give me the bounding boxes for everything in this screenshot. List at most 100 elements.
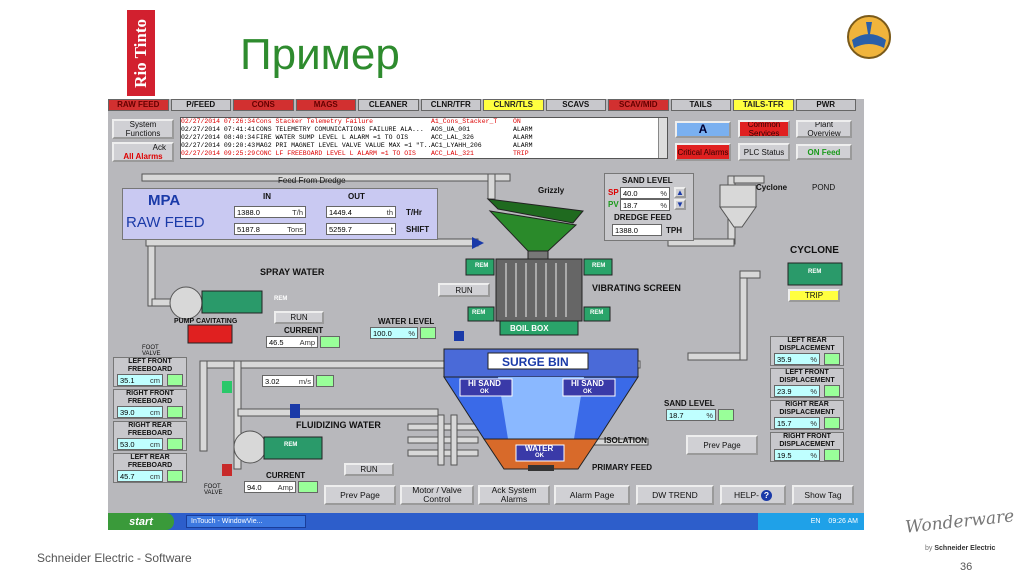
nav-tab[interactable]: TAILS-TFR [733, 99, 794, 111]
freeboard-indicator [167, 470, 183, 482]
nav-tab[interactable]: CLNR/TFR [420, 99, 481, 111]
rate-unit-label: T/Hr [406, 208, 422, 217]
alarm-msg: FIRE WATER SUMP LEVEL L ALARM =1 TO OIS [256, 134, 409, 141]
alarm-row[interactable]: 02/27/2014 09:20:43 AMMAG2 PRI MAGNET LE… [181, 142, 667, 150]
pv-label: PV [608, 200, 619, 209]
sand-level-title: SAND LEVEL [622, 176, 673, 185]
pv-value: 18.7% [620, 199, 670, 211]
cyclone-small-label: Cyclone [756, 183, 788, 192]
nav-tab[interactable]: SCAVS [545, 99, 606, 111]
alarm-tag: AC1_LYAHH_206 [431, 142, 482, 149]
foot-valve-bottom-label: FOOT VALVE [204, 484, 223, 496]
sp-decrease-button[interactable]: ▼ [674, 199, 686, 210]
rem-label-2: REM [592, 263, 606, 269]
hi-sand-left-status: OK [480, 389, 489, 395]
fluid-run-button[interactable]: RUN [344, 463, 394, 476]
grizzly-label: Grizzly [538, 186, 565, 195]
alarm-time: 02/27/2014 07:41:41 AM [181, 126, 256, 133]
bottom-button[interactable]: Alarm Page [554, 485, 630, 505]
ack-all-alarms-button[interactable]: Ack All Alarms [112, 142, 174, 162]
rem-label-cyclone: REM [808, 269, 822, 275]
surge-bin-label: SURGE BIN [502, 355, 569, 369]
water-status: OK [535, 453, 544, 459]
rem-label-1: REM [475, 263, 489, 269]
alarm-row[interactable]: 02/27/2014 08:40:34 AMFIRE WATER SUMP LE… [181, 134, 667, 142]
isolation-label: ISOLATION [604, 436, 647, 445]
fluidizing-water-label: FLUIDIZING WATER [296, 420, 381, 430]
sp-label: SP [608, 188, 619, 197]
water-label: WATER [525, 444, 554, 453]
plant-overview-button[interactable]: Plant Overview [796, 120, 852, 138]
sp-increase-button[interactable]: ▲ [674, 187, 686, 198]
hi-sand-right-status: OK [583, 389, 592, 395]
displacement-indicator [824, 353, 840, 365]
cyclone-title: CYCLONE [790, 245, 839, 256]
bottom-button[interactable]: DW TREND [636, 485, 714, 505]
nav-tab[interactable]: P/FEED [170, 99, 231, 111]
bottom-button[interactable]: Ack System Alarms [478, 485, 550, 505]
plc-status-button[interactable]: PLC Status [738, 143, 790, 161]
alarm-row[interactable]: 02/27/2014 07:26:34 AMCons Stacker Telem… [181, 118, 667, 126]
nav-tab[interactable]: MAGS [295, 99, 356, 111]
spray-run-button[interactable]: RUN [274, 311, 324, 324]
system-tray: EN 09:26 AM [758, 513, 864, 530]
alarm-tag: ACC_LAL_326 [431, 134, 474, 141]
alarm-tag: AOS_UA_001 [431, 126, 471, 133]
cyclone-trip-button[interactable]: TRIP [788, 289, 840, 302]
primary-feed-label: PRIMARY FEED [592, 463, 653, 472]
displacement-label: RIGHT FRONT DISPLACEMENT [779, 433, 835, 448]
bottom-button[interactable]: HELP-? [720, 485, 786, 505]
screen-run-button[interactable]: RUN [438, 283, 490, 297]
water-level-value: 100.0% [370, 327, 418, 339]
a-button[interactable]: A [675, 121, 731, 138]
alarm-row[interactable]: 02/27/2014 07:41:41 AMCONS TELEMETRY COM… [181, 126, 667, 134]
critical-alarms-button[interactable]: Critical Alarms [675, 143, 731, 161]
start-button[interactable]: start [108, 513, 174, 530]
prev-page-right-button[interactable]: Prev Page [686, 435, 758, 455]
spray-water-label: SPRAY WATER [260, 267, 325, 277]
freeboard-indicator [167, 406, 183, 418]
rem-label-fluid: REM [284, 442, 298, 448]
alarm-list-scrollbar[interactable] [658, 118, 667, 158]
alarm-time: 02/27/2014 09:25:29 AM [181, 150, 256, 157]
alarm-msg: Cons Stacker Telemetry Failure [256, 118, 374, 125]
mpa-title: MPA [148, 192, 181, 209]
water-level-indicator [420, 327, 436, 339]
system-functions-button[interactable]: System Functions [112, 119, 174, 139]
alarm-msg: CONS TELEMETRY COMUNICATIONS FAILURE ALA… [256, 126, 424, 133]
bottom-button[interactable]: Show Tag [792, 485, 854, 505]
nav-tab[interactable]: CONS [233, 99, 294, 111]
alarm-row[interactable]: 02/27/2014 09:25:29 AMCONC LF FREEBOARD … [181, 150, 667, 158]
alarm-msg: CONC LF FREEBOARD LEVEL L ALARM =1 TO OI… [256, 150, 416, 157]
displacement-value: 35.9% [774, 353, 820, 365]
nav-tab[interactable]: TAILS [670, 99, 731, 111]
bottom-button[interactable]: Motor / Valve Control [400, 485, 474, 505]
sp-value[interactable]: 40.0% [620, 187, 670, 199]
alarm-time: 02/27/2014 07:26:34 AM [181, 118, 256, 125]
displacement-label: RIGHT REAR DISPLACEMENT [779, 401, 835, 416]
rio-tinto-logo: Rio Tinto [127, 10, 155, 96]
bottom-button[interactable]: Prev Page [324, 485, 396, 505]
sand-level-right-indicator [718, 409, 734, 421]
freeboard-indicator [167, 374, 183, 386]
company-emblem-icon [847, 15, 891, 59]
on-feed-button[interactable]: ON Feed [796, 144, 852, 160]
nav-tab[interactable]: PWR [795, 99, 856, 111]
displacement-label: LEFT FRONT DISPLACEMENT [779, 369, 835, 384]
wonderware-byline: by Schneider Electric [925, 545, 996, 552]
taskbar-intouch-app[interactable]: InTouch - WindowVie... [186, 515, 306, 528]
language-indicator[interactable]: EN [810, 518, 821, 525]
nav-tab[interactable]: SCAV/MID [608, 99, 669, 111]
nav-tab[interactable]: CLEANER [358, 99, 419, 111]
alarm-summary-list[interactable]: 02/27/2014 07:26:34 AMCons Stacker Telem… [180, 117, 668, 159]
nav-tab[interactable]: CLNR/TLS [483, 99, 544, 111]
displacement-value: 15.7% [774, 417, 820, 429]
help-icon: ? [761, 489, 773, 501]
nav-tab[interactable]: RAW FEED [108, 99, 169, 111]
alarm-state: ALARM [513, 134, 533, 141]
common-services-button[interactable]: Common Services [738, 120, 790, 138]
